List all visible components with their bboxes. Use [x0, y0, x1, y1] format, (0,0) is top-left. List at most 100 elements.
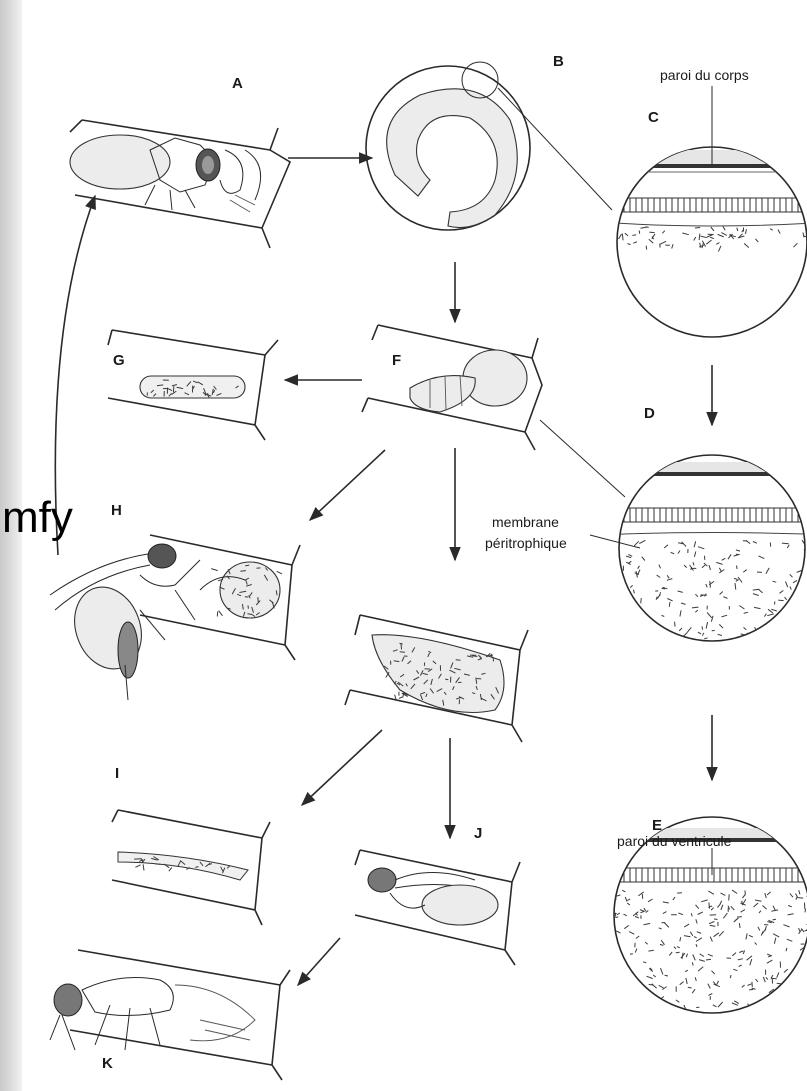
- texture-speck: [716, 562, 722, 564]
- texture-speck: [777, 1008, 784, 1009]
- texture-speck: [754, 903, 759, 907]
- texture-speck: [698, 912, 703, 915]
- texture-speck: [711, 908, 714, 911]
- texture-speck: [802, 616, 806, 617]
- texture-speck: [805, 909, 806, 913]
- texture-speck: [622, 233, 623, 240]
- texture-speck: [707, 613, 712, 618]
- label-paroi-du-corps: paroi du corps: [660, 67, 749, 83]
- texture-speck: [718, 634, 722, 635]
- texture-speck: [743, 950, 744, 954]
- texture-speck: [797, 898, 803, 899]
- texture-speck: [643, 994, 644, 998]
- texture-speck: [169, 868, 172, 872]
- label-membrane: membrane: [492, 514, 559, 530]
- texture-speck: [777, 972, 779, 977]
- texture-speck: [627, 903, 630, 905]
- texture-speck: [773, 919, 777, 920]
- texture-speck: [673, 897, 675, 900]
- texture-speck: [155, 864, 161, 865]
- texture-speck: [786, 948, 787, 951]
- texture-speck: [780, 635, 782, 640]
- panel-c-magnified: [600, 86, 807, 337]
- panel-label-j: J: [474, 825, 482, 842]
- texture-speck: [794, 243, 798, 247]
- texture-speck: [793, 986, 798, 987]
- texture-speck: [750, 959, 752, 965]
- texture-speck: [793, 580, 797, 582]
- texture-speck: [642, 1001, 647, 1002]
- texture-speck: [701, 900, 708, 902]
- texture-speck: [680, 937, 681, 941]
- texture-speck: [609, 598, 613, 602]
- texture-speck: [790, 607, 793, 612]
- label-peritrophique: péritrophique: [485, 535, 567, 551]
- texture-speck: [712, 971, 715, 975]
- texture-speck: [677, 947, 680, 948]
- texture-speck: [721, 233, 726, 236]
- texture-speck: [780, 615, 782, 622]
- texture-speck: [613, 574, 615, 577]
- texture-speck: [609, 928, 612, 932]
- texture-speck: [624, 925, 628, 928]
- texture-speck: [778, 600, 783, 601]
- texture-speck: [790, 894, 793, 898]
- texture-speck: [788, 986, 790, 989]
- texture-speck: [667, 579, 673, 581]
- panel-label-k: K: [102, 1055, 113, 1072]
- texture-speck: [645, 942, 648, 944]
- texture-speck: [746, 933, 747, 939]
- panel-g-cell: [108, 330, 278, 440]
- texture-speck: [660, 241, 666, 244]
- texture-speck: [763, 977, 765, 982]
- texture-speck: [694, 237, 696, 241]
- texture-speck: [624, 914, 627, 916]
- texture-speck: [628, 554, 632, 556]
- texture-speck: [627, 244, 630, 245]
- texture-speck: [755, 239, 758, 242]
- texture-speck: [660, 944, 664, 945]
- texture-speck: [680, 982, 684, 985]
- texture-speck: [730, 975, 731, 978]
- texture-speck: [743, 570, 747, 573]
- texture-speck: [788, 914, 794, 915]
- texture-speck: [775, 638, 778, 641]
- texture-speck: [759, 589, 763, 593]
- texture-speck: [669, 602, 670, 607]
- texture-speck: [681, 603, 686, 604]
- texture-speck: [662, 588, 665, 589]
- texture-speck: [676, 1000, 679, 1002]
- texture-speck: [697, 932, 701, 934]
- texture-speck: [749, 935, 753, 937]
- texture-speck: [748, 984, 752, 986]
- panel-h-cell: [50, 535, 300, 700]
- texture-speck: [770, 229, 773, 231]
- texture-speck: [799, 928, 800, 931]
- texture-speck: [615, 565, 619, 567]
- texture-speck: [614, 596, 618, 601]
- texture-speck: [767, 960, 773, 963]
- texture-speck: [630, 954, 633, 955]
- texture-speck: [675, 622, 676, 627]
- texture-speck: [695, 610, 698, 612]
- texture-speck: [625, 233, 628, 236]
- texture-speck: [791, 602, 796, 606]
- texture-speck: [783, 996, 786, 1000]
- texture-speck: [737, 566, 738, 570]
- texture-speck: [744, 627, 747, 629]
- texture-speck: [787, 622, 789, 628]
- texture-speck: [638, 1001, 644, 1002]
- texture-speck: [629, 561, 632, 563]
- texture-speck: [240, 571, 246, 572]
- texture-speck: [803, 233, 804, 238]
- texture-speck: [679, 628, 682, 631]
- texture-speck: [785, 597, 787, 600]
- texture-speck: [710, 925, 716, 926]
- texture-speck: [721, 905, 723, 910]
- texture-speck: [682, 233, 689, 235]
- texture-speck: [788, 906, 792, 907]
- texture-speck: [738, 959, 743, 960]
- texture-speck: [626, 556, 631, 558]
- texture-speck: [796, 896, 798, 900]
- texture-speck: [698, 547, 704, 549]
